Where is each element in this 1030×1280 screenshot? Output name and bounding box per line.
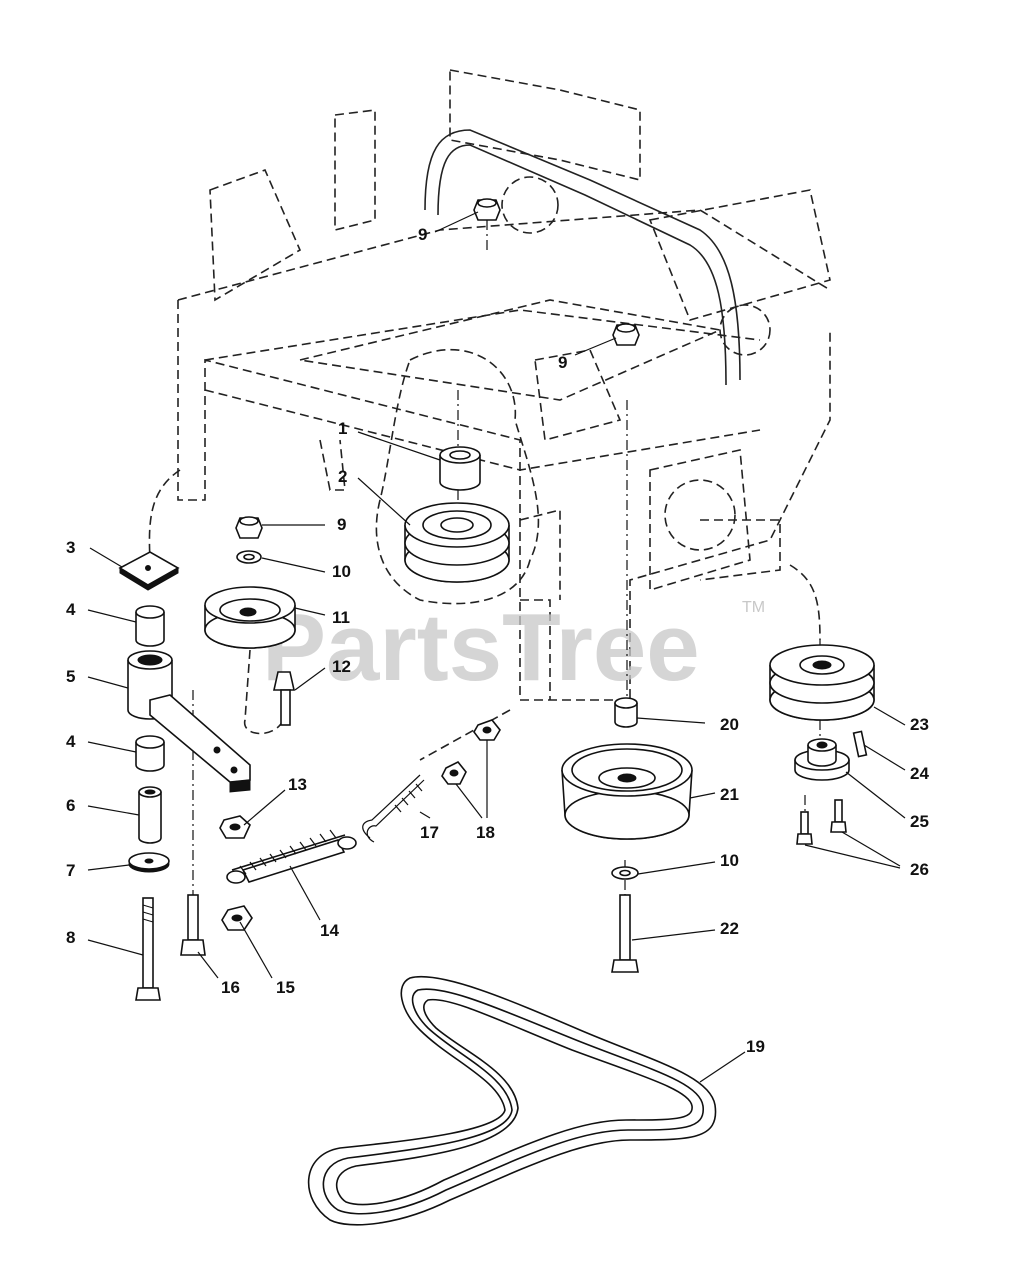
callout-22: 22 xyxy=(720,919,739,938)
nut-9c xyxy=(235,516,263,539)
bolt-8 xyxy=(135,897,161,1001)
callout-7: 7 xyxy=(66,861,75,880)
pulley-21 xyxy=(561,743,693,840)
hub-25 xyxy=(794,738,850,781)
callout-16: 16 xyxy=(221,978,240,997)
bushing-4a xyxy=(135,605,165,647)
belt-19 xyxy=(307,975,717,1226)
nut-9a xyxy=(473,198,501,221)
callout-23: 23 xyxy=(910,715,929,734)
callout-21: 21 xyxy=(720,785,739,804)
callout-19: 19 xyxy=(746,1037,765,1056)
callout-14: 14 xyxy=(320,921,339,940)
callout-25: 25 xyxy=(910,812,929,831)
bolt-16 xyxy=(180,894,206,956)
callout-4b: 4 xyxy=(66,732,76,751)
callout-15: 15 xyxy=(276,978,295,997)
leader-lines xyxy=(87,211,906,1083)
spacer-20 xyxy=(614,697,638,728)
callout-9c: 9 xyxy=(337,515,346,534)
spring-14 xyxy=(226,829,357,884)
nut-13 xyxy=(219,815,251,839)
bolt-22 xyxy=(611,894,639,973)
callout-18: 18 xyxy=(476,823,495,842)
callout-1: 1 xyxy=(338,419,347,438)
eye-bolt-17 xyxy=(362,774,425,843)
callout-3: 3 xyxy=(66,538,75,557)
detail-outline xyxy=(375,348,540,605)
bolt-26a xyxy=(796,811,813,845)
bolt-26b xyxy=(830,799,847,833)
callout-17: 17 xyxy=(420,823,439,842)
watermark-text: PartsTree xyxy=(262,594,700,701)
pulley-23 xyxy=(769,644,875,721)
callout-26: 26 xyxy=(910,860,929,879)
callout-9a: 9 xyxy=(418,225,427,244)
callout-20: 20 xyxy=(720,715,739,734)
callout-24: 24 xyxy=(910,764,929,783)
nut-18a xyxy=(441,760,467,785)
nut-15 xyxy=(221,905,253,931)
nut-18b xyxy=(473,719,501,741)
nut-9b xyxy=(612,323,640,346)
washer-7 xyxy=(128,852,170,873)
callout-12: 12 xyxy=(332,657,351,676)
callout-10b: 10 xyxy=(720,851,739,870)
bolt-12 xyxy=(273,671,295,726)
washer-10b xyxy=(611,866,639,880)
plate-3 xyxy=(118,551,180,591)
bushing-1 xyxy=(439,446,481,491)
pulley-11 xyxy=(204,586,296,649)
callout-8: 8 xyxy=(66,928,75,947)
callout-6: 6 xyxy=(66,796,75,815)
chassis-frame xyxy=(148,69,831,761)
key-24 xyxy=(852,730,868,758)
washer-10a xyxy=(236,550,262,564)
callout-4a: 4 xyxy=(66,600,76,619)
callout-10a: 10 xyxy=(332,562,351,581)
pulley-2 xyxy=(404,502,510,583)
callout-13: 13 xyxy=(288,775,307,794)
bushing-4b xyxy=(135,735,165,772)
idler-arm-5 xyxy=(127,650,251,793)
callout-9b: 9 xyxy=(558,353,567,372)
callout-2: 2 xyxy=(338,467,347,486)
spacer-6 xyxy=(138,786,162,844)
callout-labels: 9 9 1 2 3 4 5 4 6 7 8 9 10 11 12 13 14 1… xyxy=(66,225,929,1056)
callout-11: 11 xyxy=(332,608,350,627)
watermark-trademark: TM xyxy=(742,599,765,616)
callout-5: 5 xyxy=(66,667,75,686)
